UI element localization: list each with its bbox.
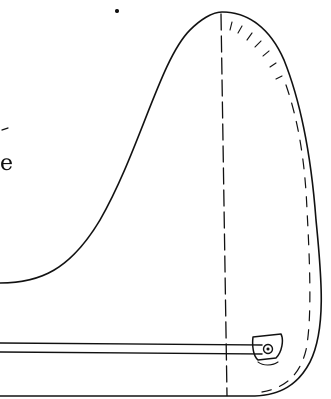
horizontal-rod-lower — [0, 351, 263, 355]
bracket-contour — [257, 361, 279, 366]
ink-speck-top — [115, 9, 119, 13]
rod-end-bracket — [251, 333, 284, 361]
bell-curve-outline — [0, 11, 323, 397]
rod-end-dot — [266, 347, 270, 351]
horizontal-rod-upper — [0, 342, 263, 346]
arc-tick-marks — [229, 21, 283, 80]
label-tick-mark — [1, 127, 9, 131]
dashed-inner-boundary — [261, 84, 311, 393]
dashed-center-line — [220, 13, 228, 397]
rod-end-ring — [262, 343, 274, 355]
label-fragment: e — [0, 151, 13, 176]
